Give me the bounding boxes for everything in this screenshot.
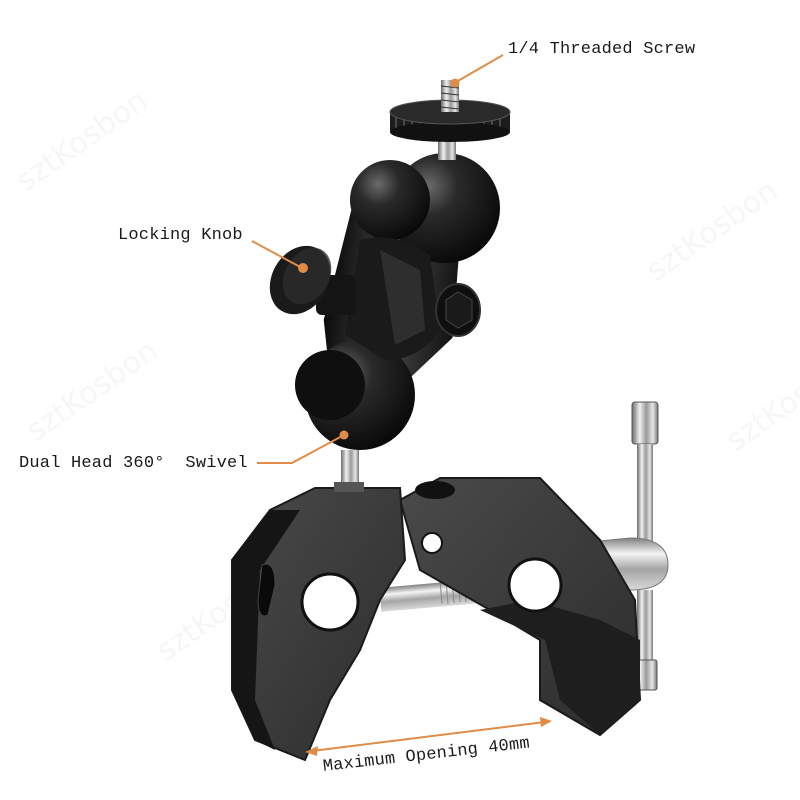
callout-locking-knob: Locking Knob (118, 226, 243, 245)
annotation-lines (251, 54, 546, 752)
callout-threaded-screw: 1/4 Threaded Screw (508, 40, 696, 59)
leader-swivel (257, 434, 345, 464)
dot-swivel (339, 430, 349, 440)
opening-dimension-line (311, 721, 546, 752)
threaded-mount (389, 80, 511, 160)
dot-screw (450, 78, 460, 88)
arrowhead-left (305, 746, 318, 756)
leader-screw (455, 54, 504, 83)
ball-stud (334, 450, 364, 492)
arrowhead-right (540, 717, 552, 727)
leader-knob (251, 240, 303, 269)
clamp-right-jaw (398, 477, 642, 737)
clamp-left-jaw (231, 487, 407, 762)
callout-dual-head-swivel: Dual Head 360° Swivel (19, 454, 248, 473)
dual-ball-arm (269, 153, 500, 450)
annotation-dots (298, 78, 552, 756)
dot-knob (298, 263, 308, 273)
